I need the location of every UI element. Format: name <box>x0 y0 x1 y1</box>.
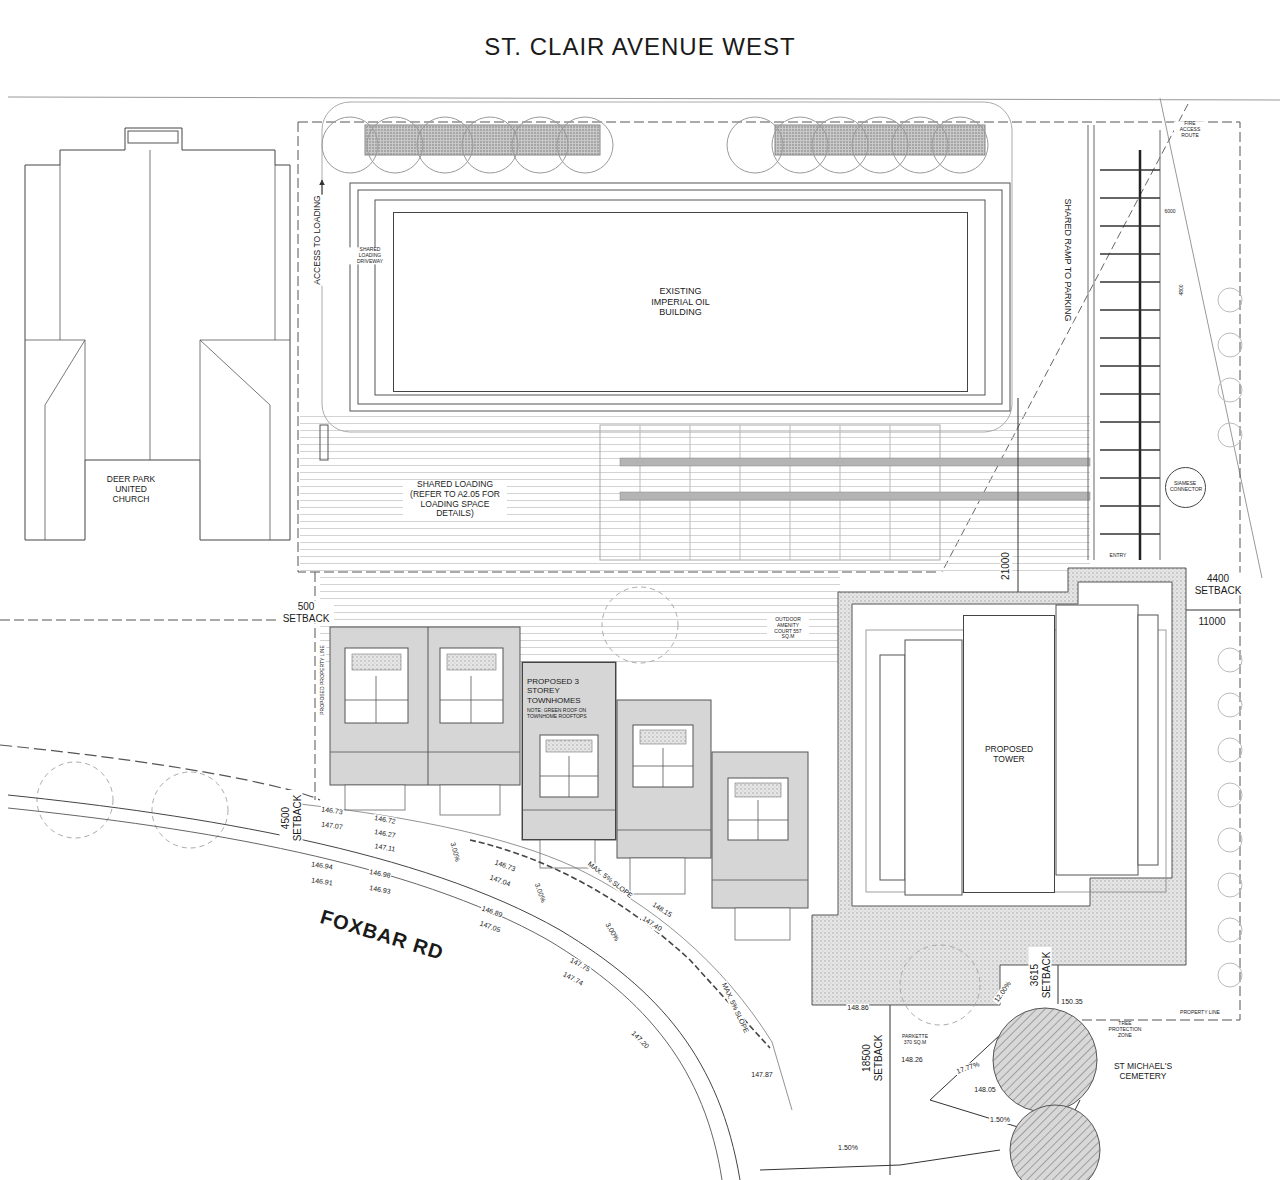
dimension-label: 4800 <box>1179 283 1185 296</box>
street-name: ST. CLAIR AVENUE WEST <box>483 33 796 61</box>
grade-label: 146.73 <box>320 805 344 816</box>
grade-label: 3.00% <box>532 881 547 904</box>
grade-label: 147.04 <box>488 873 513 889</box>
grade-label: 3.00% <box>603 921 621 944</box>
note-label: ENTRY <box>1109 553 1128 559</box>
dimension-label: 11000 <box>1197 616 1226 628</box>
grade-label: 146.27 <box>373 828 397 840</box>
street-name: FOXBAR RD <box>317 905 448 965</box>
note-label: TREE PROTECTION ZONE <box>1102 1021 1148 1038</box>
grade-label: 147.40 <box>640 914 664 934</box>
grade-label: 146.94 <box>310 860 334 871</box>
connector-circle: SIAMESE CONNECTOR <box>1165 467 1206 508</box>
grade-label: 150.35 <box>1060 998 1083 1006</box>
grade-label: 147.20 <box>629 1029 651 1051</box>
note-label: SHARED RAMP TO PARKING <box>1063 198 1073 323</box>
grade-label: 147.75 <box>568 956 592 974</box>
grade-label: 148.15 <box>650 900 674 920</box>
note-label: SHARED LOADING DRIVEWAY <box>349 247 391 264</box>
note-label: FIRE ACCESS ROUTE <box>1174 121 1206 138</box>
grade-label: 146.98 <box>368 868 392 880</box>
element-name: EXISTING IMPERIAL OIL BUILDING <box>649 286 713 318</box>
element-name: PROPOSED 3 STOREY TOWNHOMES <box>527 677 611 705</box>
dimension-label: 4500 SETBACK <box>280 790 303 846</box>
grade-label: 146.72 <box>373 814 397 826</box>
grade-label: 17.77% <box>955 1060 982 1076</box>
townhome-block: PROPOSED 3 STOREY TOWNHOMES NOTE: GREEN R… <box>522 662 616 840</box>
grade-label: 148.86 <box>846 1004 869 1012</box>
grade-label: 147.05 <box>478 919 503 935</box>
grade-label: 146.91 <box>310 876 334 887</box>
area-label: DEER PARK UNITED CHURCH <box>95 475 167 504</box>
grade-label: 147.74 <box>561 970 585 988</box>
dimension-label: 6000 <box>1163 209 1176 215</box>
grade-label: 146.89 <box>480 904 505 920</box>
tower-footprint: PROPOSED TOWER <box>963 615 1055 893</box>
note-label: PROPOSED PROPERTY LINE <box>320 644 326 716</box>
dimension-label: 21000 <box>1000 551 1012 581</box>
grade-label: 3.00% <box>448 840 461 863</box>
area-label: ST MICHAEL'S CEMETERY <box>1102 1062 1184 1082</box>
building-footprint: EXISTING IMPERIAL OIL BUILDING <box>393 212 968 392</box>
area-label: SHARED LOADING (REFER TO A2.05 FOR LOADI… <box>403 480 507 519</box>
note-label: ACCESS TO LOADING <box>313 194 323 285</box>
area-label: PARKETTE 370 SQ.M <box>897 1034 933 1046</box>
note-label: MAX. 5% SLOPE <box>585 859 634 900</box>
grade-label: 12.00% <box>992 979 1013 1005</box>
element-name: PROPOSED TOWER <box>979 744 1039 764</box>
grade-label: 147.11 <box>373 842 397 854</box>
grade-label: 146.93 <box>368 884 392 896</box>
grade-label: 148.26 <box>900 1056 923 1064</box>
dimension-label: 18500 SETBACK <box>861 1030 884 1086</box>
grade-label: 1.50% <box>837 1144 859 1152</box>
element-name: SIAMESE CONNECTOR <box>1170 481 1200 493</box>
note-label: PROPERTY LINE <box>1179 1010 1221 1016</box>
grade-label: 148.05 <box>973 1086 996 1094</box>
element-note: NOTE: GREEN ROOF ON TOWNHOME ROOFTOPS <box>527 708 611 720</box>
grade-label: 147.87 <box>750 1071 773 1079</box>
note-label: MAX. 5% SLOPE <box>719 981 750 1036</box>
area-label: OUTDOOR AMENITY COURT 557 SQ.M <box>767 617 809 640</box>
dimension-label: 4400 SETBACK <box>1190 573 1246 596</box>
dimension-label: 500 SETBACK <box>278 601 334 624</box>
grade-label: 146.73 <box>493 858 518 874</box>
grade-label: 1.50% <box>989 1116 1011 1124</box>
dimension-label: 3615 SETBACK <box>1029 947 1052 1003</box>
grade-label: 147.07 <box>320 820 344 831</box>
